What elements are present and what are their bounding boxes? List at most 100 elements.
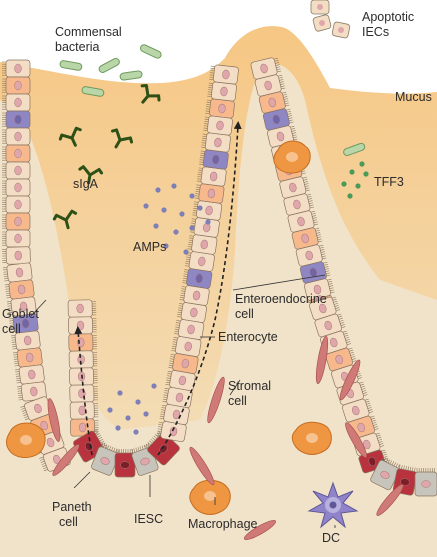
label-siga: sIgA xyxy=(73,177,99,191)
label-macrophage: Macrophage xyxy=(188,517,258,531)
paneth-cell xyxy=(114,449,136,478)
enterocyte xyxy=(2,229,31,248)
goblet-cell xyxy=(325,347,357,372)
label-goblet-cell-1: Goblet xyxy=(2,307,39,321)
amp-dot xyxy=(115,425,121,431)
macrophage-left xyxy=(6,422,46,458)
enterocyte xyxy=(69,401,99,420)
enterocyte xyxy=(69,367,98,386)
paneth-cell xyxy=(144,430,180,466)
goblet-cell xyxy=(12,347,43,368)
amp-dot xyxy=(143,411,149,417)
label-stromal-cell-1: Stromal xyxy=(228,379,271,393)
amp-dot xyxy=(143,203,149,209)
macrophage-bottom xyxy=(189,479,231,515)
enteroendocrine-cell xyxy=(262,108,294,131)
enterocyte xyxy=(342,398,373,423)
central-villus-epithelium xyxy=(67,64,239,478)
apoptotic-iecs xyxy=(310,0,351,39)
label-amps: AMPs xyxy=(133,240,166,254)
enterocyte xyxy=(207,81,237,102)
tff3-dot xyxy=(347,193,353,199)
enterocyte xyxy=(2,262,33,283)
antibody xyxy=(110,128,134,149)
enterocyte xyxy=(10,330,41,351)
amp-dot xyxy=(183,249,189,255)
stem-cell xyxy=(414,468,437,497)
enterocyte xyxy=(304,278,335,301)
stem-cell xyxy=(370,456,400,491)
goblet-cell xyxy=(2,76,31,95)
goblet-cell xyxy=(168,353,199,374)
labels: Commensal bacteria Apoptotic IECs Mucus … xyxy=(2,10,432,545)
enterocyte xyxy=(2,246,31,265)
enterocyte xyxy=(187,234,218,255)
migration-arrow-left xyxy=(74,326,93,456)
apoptotic-nucleus xyxy=(338,27,344,33)
bacterium xyxy=(81,86,105,97)
label-paneth-cell-1: Paneth xyxy=(52,500,92,514)
enterocyte xyxy=(68,350,98,369)
goblet-cell xyxy=(2,144,31,163)
enterocyte xyxy=(67,299,97,318)
amp-dot xyxy=(171,183,177,189)
enterocyte xyxy=(17,381,47,402)
amp-dot xyxy=(151,383,157,389)
amp-dot xyxy=(189,193,195,199)
amp-dot xyxy=(117,390,123,396)
goblet-cell xyxy=(205,98,235,119)
label-mucus: Mucus xyxy=(395,90,432,104)
label-dc: DC xyxy=(322,531,340,545)
tff3-molecules xyxy=(341,161,369,199)
enterocyte xyxy=(201,132,231,153)
bacterium xyxy=(119,70,143,81)
enterocyte xyxy=(295,244,327,267)
goblet-cell xyxy=(2,212,31,231)
apoptotic-nucleus xyxy=(317,4,323,10)
enterocyte xyxy=(203,115,233,136)
label-paneth-cell-2: cell xyxy=(59,515,78,529)
amp-dot xyxy=(173,229,179,235)
bacterium xyxy=(98,57,120,73)
bacterium xyxy=(343,142,366,157)
enterocyte xyxy=(209,64,239,85)
amp-dot xyxy=(163,243,169,249)
label-commensal-bacteria-1: Commensal xyxy=(55,25,122,39)
commensal-bacteria xyxy=(59,44,366,157)
antibody xyxy=(58,126,82,147)
antibody xyxy=(140,83,161,104)
label-goblet-cell-2: cell xyxy=(2,322,21,336)
amp-dot xyxy=(133,429,139,435)
enterocyte xyxy=(250,57,282,80)
enterocyte xyxy=(171,336,202,357)
goblet-cell xyxy=(68,333,97,352)
amp-dot xyxy=(205,219,211,225)
enterocyte xyxy=(165,370,196,391)
label-enteroendocrine-cell-2: cell xyxy=(235,307,254,321)
tff3-dot xyxy=(359,161,365,167)
enterocyte xyxy=(68,316,97,335)
apoptotic-nucleus xyxy=(319,20,325,26)
enteroendocrine-cell xyxy=(8,313,39,334)
enterocyte xyxy=(309,296,340,321)
amp-dot xyxy=(197,205,203,211)
enterocyte xyxy=(2,178,31,197)
enterocyte xyxy=(2,93,31,112)
label-apoptotic-iecs-1: Apoptotic xyxy=(362,10,414,24)
goblet-cell xyxy=(258,91,290,114)
antibody xyxy=(52,209,78,230)
tff3-dot xyxy=(349,169,355,175)
label-iesc: IESC xyxy=(134,512,163,526)
tff3-dot xyxy=(341,181,347,187)
bacterium xyxy=(59,60,83,71)
amp-dot xyxy=(189,225,195,231)
enterocyte xyxy=(184,251,215,272)
enterocyte xyxy=(283,193,315,216)
migration-arrow-right xyxy=(157,121,242,456)
enterocyte xyxy=(179,285,210,306)
stromal-cells xyxy=(47,336,404,540)
amp-molecules xyxy=(107,183,211,435)
tff3-dot xyxy=(363,171,369,177)
